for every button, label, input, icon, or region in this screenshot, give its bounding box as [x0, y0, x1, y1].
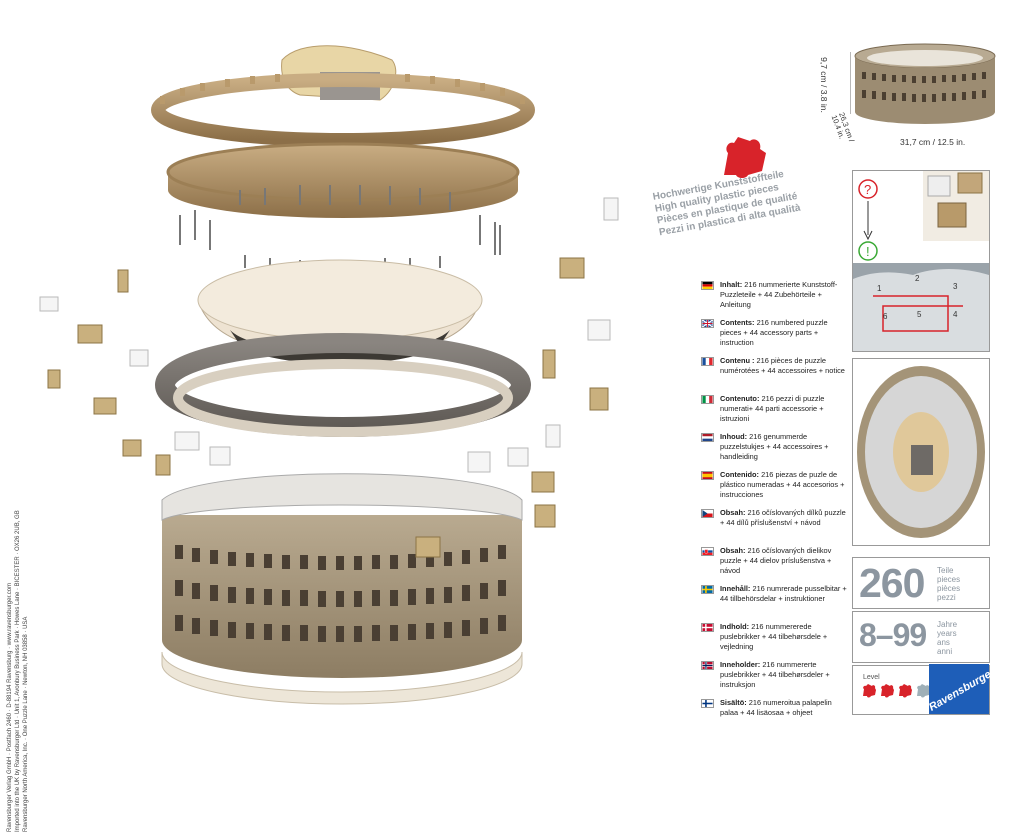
exploded-colosseum-illustration: [39, 45, 619, 705]
unit-label: ans: [937, 638, 950, 647]
level-label: Level: [863, 674, 880, 681]
flag-no-icon: [701, 661, 714, 670]
brand-name: Ravensburger: [926, 666, 998, 714]
plastic-pieces-label: Hochwertige Kunststoffteile High quality…: [652, 167, 802, 239]
level-piece-icon: [881, 684, 894, 698]
content-text: 216 numrerade pusselbitar + 44 tillbehör…: [720, 584, 847, 603]
step-label: 1: [877, 284, 882, 293]
age-range: 8–99: [859, 617, 927, 653]
content-text: 216 numeroitua palapelin palaa + 44 lisä…: [720, 698, 832, 717]
unit-label: Teile: [937, 566, 954, 575]
content-label: Obsah:: [720, 546, 746, 555]
step-label: 5: [917, 310, 922, 319]
content-text: 216 genummerde puzzelstukjes + 44 access…: [720, 432, 829, 461]
assembly-instructions: ? ! 1 2 3 4 5 6: [852, 170, 990, 352]
unit-label: pieces: [937, 575, 961, 584]
flag-nl-icon: [701, 433, 714, 442]
level-piece-icon: [863, 684, 876, 698]
unit-label: anni: [937, 647, 953, 656]
content-label: Indhold:: [720, 622, 750, 631]
level-piece-icon: [917, 684, 930, 698]
content-label: Inneholder:: [720, 660, 761, 669]
flag-gb-icon: [701, 319, 714, 328]
ravensburger-logo: Ravensburger: [927, 664, 997, 714]
assembly-diagram: ? ! 1 2 3 4 5 6: [853, 171, 989, 351]
flag-de-icon: [701, 281, 714, 290]
content-text: 216 nummerierte Kunststoff-Puzzleteile +…: [720, 280, 838, 309]
svg-text:?: ?: [864, 182, 871, 197]
width-dimension: 31,7 cm / 12.5 in.: [900, 137, 966, 147]
packaging-back: Ravensburger Verlag GmbH · Postfach 2460…: [7, 40, 998, 832]
content-label: Inhalt:: [720, 280, 743, 289]
svg-text:!: !: [866, 244, 870, 259]
content-text: 216 numbered puzzle pieces + 44 accessor…: [720, 318, 828, 347]
step-label: 4: [953, 310, 958, 319]
unit-label: pièces: [937, 584, 961, 593]
flag-fr-icon: [701, 357, 714, 366]
colosseum-top-view-icon: [857, 366, 985, 538]
flag-sk-icon: [701, 547, 714, 556]
flag-cz-icon: [701, 509, 714, 518]
flag-se-icon: [701, 585, 714, 594]
content-text: 216 nummererede puslebrikker + 44 tilbeh…: [720, 622, 828, 651]
flag-it-icon: [701, 395, 714, 404]
step-label: 6: [883, 312, 888, 321]
red-puzzle-piece-icon: [724, 137, 766, 178]
content-text: 216 očíslovaných dielikov puzzle + 44 di…: [720, 546, 832, 575]
content-label: Contents:: [720, 318, 755, 327]
unit-label: years: [937, 629, 957, 638]
unit-label: pezzi: [937, 593, 956, 602]
content-text: 216 piezas de puzle de plástico numerada…: [720, 470, 845, 499]
colosseum-model-icon: [850, 43, 996, 124]
step-label: 2: [915, 274, 920, 283]
top-view-panel: [852, 358, 990, 546]
difficulty-level-box: Level Ravensburger: [852, 664, 997, 715]
unit-label: Jahre: [937, 620, 958, 629]
content-label: Contenuto:: [720, 394, 760, 403]
content-label: Innehåll:: [720, 584, 751, 593]
flag-dk-icon: [701, 623, 714, 632]
age-range-box: 8–99 Jahre years ans anni: [852, 611, 990, 663]
content-text: 216 pièces de puzzle numérotées + 44 acc…: [720, 356, 845, 375]
flag-fi-icon: [701, 699, 714, 708]
content-label: Contenu :: [720, 356, 755, 365]
flag-es-icon: [701, 471, 714, 480]
piece-count-box: 260 Teile pieces pièces pezzi: [852, 557, 990, 609]
content-label: Sisältö:: [720, 698, 747, 707]
height-dimension: 9,7 cm / 3.8 in.: [818, 57, 829, 113]
content-text: 216 očíslovaných dílků puzzle + 44 dílů …: [720, 508, 846, 527]
content-label: Inhoud:: [720, 432, 748, 441]
content-label: Obsah:: [720, 508, 746, 517]
step-label: 3: [953, 282, 958, 291]
level-piece-icon: [899, 684, 912, 698]
content-text: 216 pezzi di puzzle numerati+ 44 parti a…: [720, 394, 825, 423]
dimensions-panel: 9,7 cm / 3.8 in. 26,3 cm / 10.4 in. 31,7…: [808, 40, 998, 160]
content-label: Contenido:: [720, 470, 759, 479]
piece-count: 260: [859, 560, 925, 606]
content-text: 216 nummererte puslebrikker + 44 tilbehø…: [720, 660, 830, 689]
